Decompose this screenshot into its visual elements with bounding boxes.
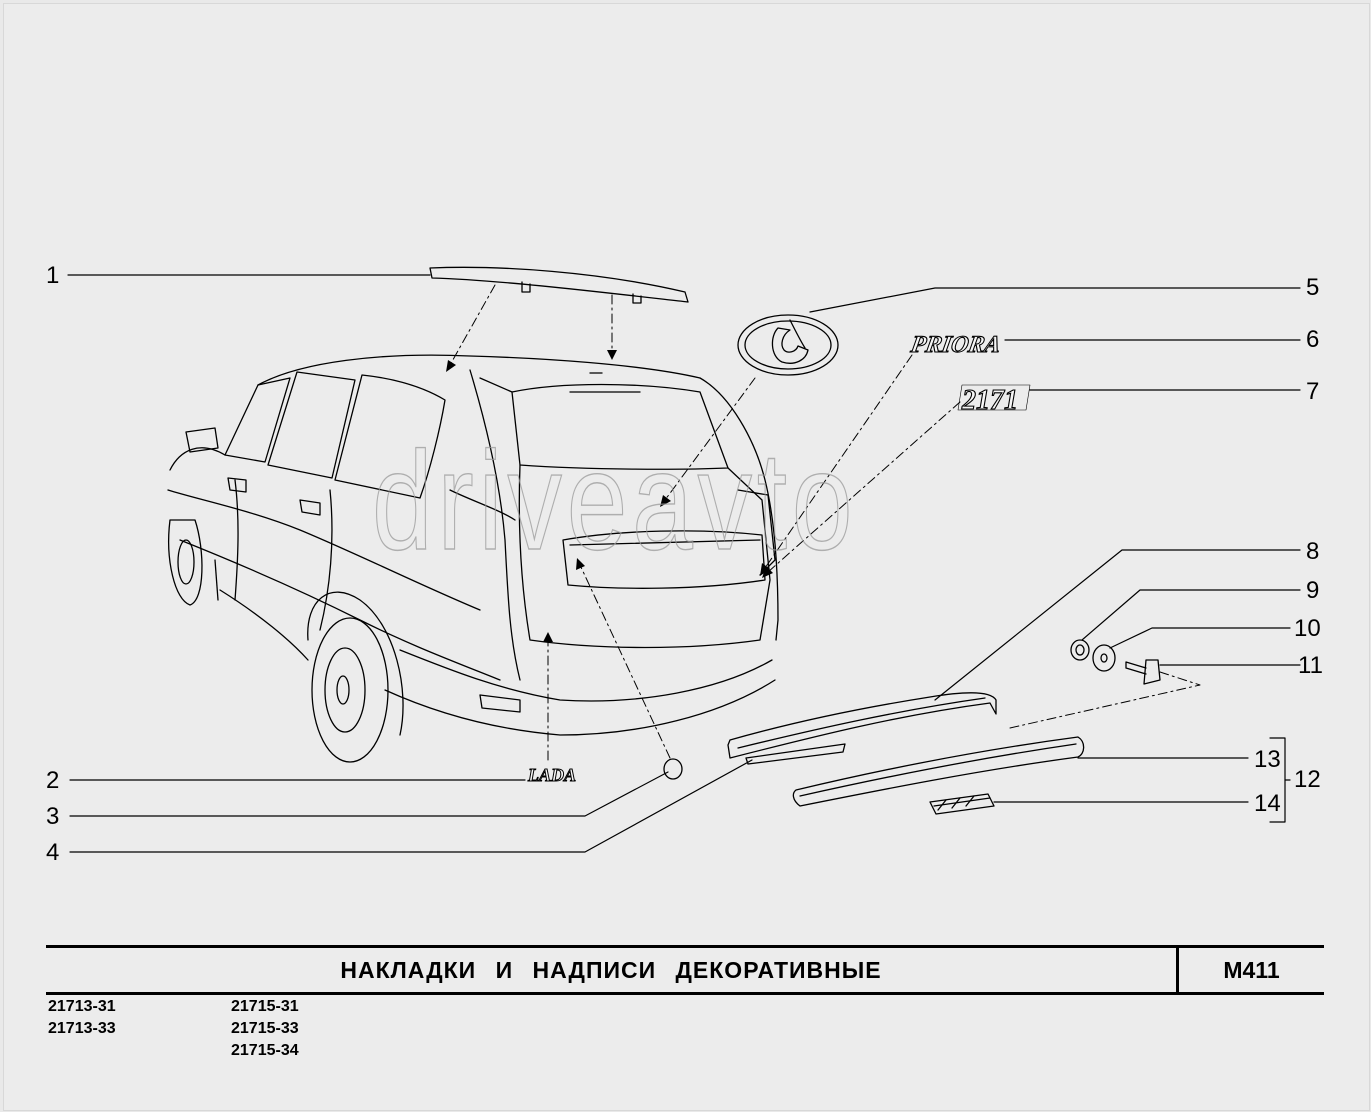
section-code: M411 [1223,957,1280,983]
model-list-left: 21713-31 21713-33 [48,996,116,1040]
callout-3: 3 [46,803,60,830]
priora-emblem-text: PRIORA [908,331,1003,358]
title-block: НАКЛАДКИ И НАДПИСИ ДЕКОРАТИВНЫЕ M411 [46,945,1324,995]
lada-badge-part [737,314,839,376]
callout-4: 4 [46,839,60,866]
light-bar-part [792,736,1085,807]
model-code: 21715-34 [231,1042,299,1059]
callout-12: 12 [1294,766,1321,793]
assembly-arrows [449,284,1201,761]
model-badge-outline [957,384,1031,411]
callout-2: 2 [46,767,60,794]
car-body-drawing [167,354,779,763]
callout-7: 7 [1306,378,1320,405]
callout-1: 1 [46,262,60,289]
trim-strip-part [745,743,846,765]
model-code: 21715-33 [231,1020,299,1037]
leader-lines [67,274,1301,853]
lamp-part [929,793,995,815]
model-code: 21713-33 [48,1020,116,1037]
tailgate-trim-part [727,692,997,759]
callout-6: 6 [1306,326,1320,353]
model-code: 21713-31 [48,998,116,1015]
lada-emblem-text: LADA [527,765,576,785]
callout-14: 14 [1254,790,1281,817]
callout-9: 9 [1306,577,1320,604]
title-divider [1176,948,1179,992]
roof-spoiler-part [429,266,689,304]
fasteners-part [1070,639,1161,685]
callout-13: 13 [1254,746,1281,773]
model-list-right: 21715-31 21715-33 21715-34 [231,996,299,1062]
drawing-sheet [3,3,1370,1111]
callout-10: 10 [1294,615,1321,642]
callout-11: 11 [1298,652,1323,679]
model-code: 21715-31 [231,998,299,1015]
page-title: НАКЛАДКИ И НАДПИСИ ДЕКОРАТИВНЫЕ [340,957,882,983]
plug-part [663,758,683,780]
callout-8: 8 [1306,538,1320,565]
model-number-emblem-text: 2171 [961,385,1018,416]
callout-5: 5 [1306,274,1320,301]
